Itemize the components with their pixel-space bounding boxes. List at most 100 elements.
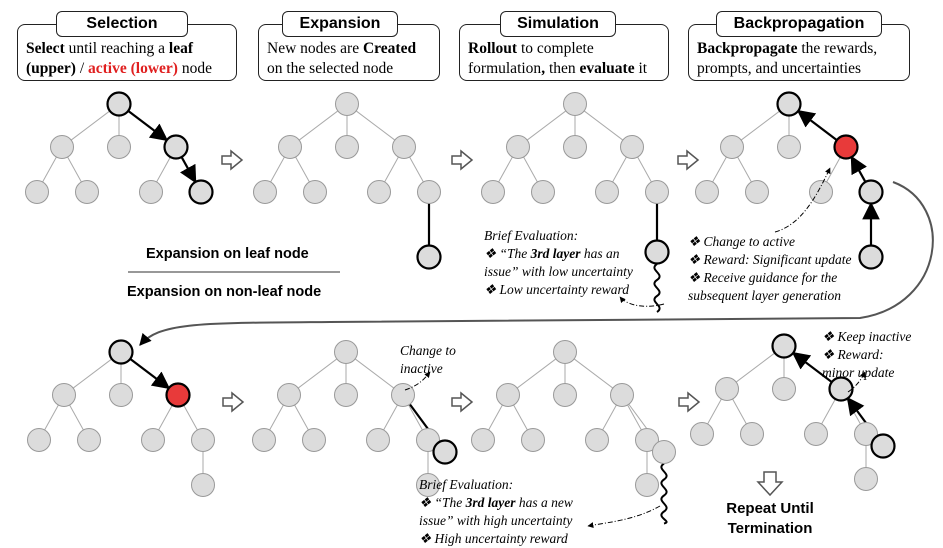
highlight-edge [127, 110, 169, 142]
highlighted-node [776, 91, 802, 117]
text-run: ❖ Reward: [822, 347, 884, 362]
text-run: ❖ [484, 246, 500, 261]
repeat-line-1: Repeat Until [726, 500, 814, 517]
tree-node [720, 135, 744, 159]
stage-desc-line: formulation, then evaluate it [468, 59, 664, 79]
tree-node [809, 180, 833, 204]
text-run: “The [499, 246, 531, 261]
tree-node [107, 135, 131, 159]
tree-edge [298, 110, 339, 141]
tree-edge [712, 156, 727, 183]
annotation-line: minor update [822, 364, 911, 382]
highlighted-node [870, 433, 896, 459]
tree-node [302, 428, 326, 452]
tree-edge [523, 156, 538, 183]
tree-node [531, 180, 555, 204]
annotation-line: issue” with high uncertainty [419, 512, 573, 530]
annotation-sim-upper: Brief Evaluation:❖ “The 3rd layer has an… [484, 227, 633, 299]
tree-edge [573, 358, 614, 389]
row-connector [139, 181, 934, 346]
tree-edge [72, 358, 113, 389]
tree-node [635, 428, 659, 452]
annotation-arrow [587, 505, 661, 528]
tree-edge [488, 404, 503, 431]
stage-arrow [677, 149, 700, 171]
tree-node [278, 135, 302, 159]
highlighted-node [163, 134, 189, 160]
stage-arrow [222, 391, 245, 413]
annotation-arrow [404, 371, 431, 391]
tree-edge [627, 404, 642, 431]
highlighted-node [644, 239, 670, 265]
tree-edge [498, 156, 513, 183]
annotation-arrow [619, 296, 665, 307]
text-run: ❖ Reward: Significant update [688, 252, 852, 267]
tree-node [335, 135, 359, 159]
text-run: prompts, and uncertainties [697, 60, 861, 77]
tree-node [252, 428, 276, 452]
tree-edge [826, 156, 841, 183]
text-run: (upper) [26, 60, 76, 77]
tree-node [416, 473, 440, 497]
stage-desc-line: prompts, and uncertainties [697, 59, 905, 79]
tree-node [595, 180, 619, 204]
tree-edge [408, 404, 423, 431]
text-run: ❖ Change to active [688, 234, 795, 249]
annotation-line: Brief Evaluation: [484, 227, 633, 245]
tree-node [695, 180, 719, 204]
tree-node [690, 422, 714, 446]
tree-edge [70, 110, 111, 141]
text-run: has an [580, 246, 620, 261]
text-run: “The [434, 495, 466, 510]
annotation-line: inactive [400, 360, 456, 378]
tree-node [191, 473, 215, 497]
tree-edge [383, 404, 398, 431]
tree-node [334, 383, 358, 407]
tree-node [367, 180, 391, 204]
highlighted-node [858, 244, 884, 270]
stage-arrow [451, 391, 474, 413]
stage-desc-line: Select until reaching a leaf [26, 39, 232, 59]
tree-node [366, 428, 390, 452]
text-run: Backpropagate [697, 40, 798, 57]
annotation-line: ❖ Reward: Significant update [688, 251, 851, 269]
text-run: active (lower) [88, 60, 178, 77]
stage-arrow [678, 391, 701, 413]
text-run: formulation [468, 60, 542, 77]
stage-arrow [451, 149, 474, 171]
text-run: then [545, 60, 580, 77]
text-run: has a new [515, 495, 573, 510]
text-run: it [634, 60, 648, 77]
annotation-exp-lower: Change to inactive [400, 342, 456, 378]
text-run: issue” with high uncertainty [419, 513, 573, 528]
text-run: Select [26, 40, 65, 57]
annotation-line: ❖ Receive guidance for the [688, 269, 851, 287]
tree-edge [67, 156, 82, 183]
legend-lower-label: Expansion on non-leaf node [127, 284, 322, 300]
text-run: ❖ Low uncertainty reward [484, 282, 629, 297]
highlighted-node [771, 333, 797, 359]
active-node [833, 134, 859, 160]
stage-title-simulation: Simulation [500, 11, 616, 37]
highlight-edge [180, 156, 197, 184]
tree-node [521, 428, 545, 452]
text-run: node [177, 60, 212, 77]
highlight-edge [850, 155, 867, 183]
tree-node [620, 135, 644, 159]
text-run: Change to [400, 343, 456, 358]
tree-edge [821, 398, 836, 425]
text-run: inactive [400, 361, 443, 376]
text-run: subsequent layer generation [688, 288, 841, 303]
tree-edge [297, 358, 338, 389]
tree-node [563, 135, 587, 159]
tree-edge [637, 156, 652, 183]
text-run: evaluate [579, 60, 635, 77]
tree-node [391, 383, 415, 407]
tree-node [277, 383, 301, 407]
tree-node [141, 428, 165, 452]
text-run: ❖ Keep inactive [822, 329, 912, 344]
tree-node [777, 135, 801, 159]
text-run: Created [362, 40, 417, 57]
tree-edge [583, 110, 624, 141]
tree-edge [526, 110, 567, 141]
